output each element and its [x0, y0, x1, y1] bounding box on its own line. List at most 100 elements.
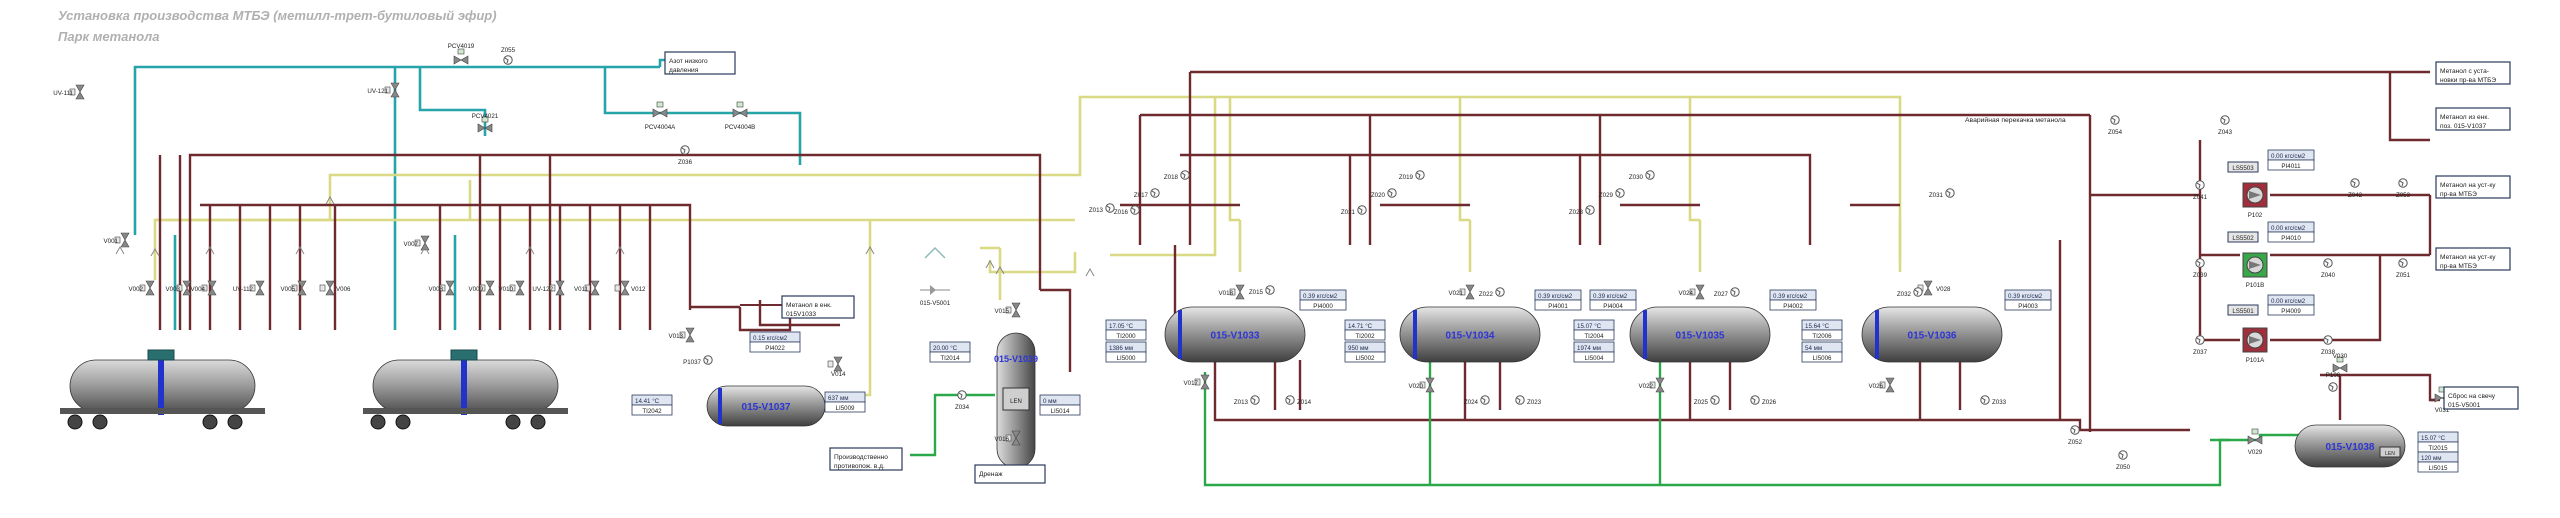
v020-valve[interactable] — [1419, 377, 1435, 393]
rail-tank-2[interactable] — [363, 349, 568, 430]
z041-valve[interactable] — [2195, 180, 2205, 190]
v003-valve[interactable] — [176, 280, 192, 296]
z022-valve[interactable] — [1495, 287, 1505, 297]
p102-pump[interactable] — [2242, 182, 2268, 208]
z051-valve[interactable] — [2398, 258, 2408, 268]
uv112-valve[interactable] — [249, 280, 265, 296]
pcv4021-valve[interactable] — [477, 116, 493, 133]
z033-valve[interactable] — [1980, 395, 1990, 405]
z042-valve[interactable] — [2350, 178, 2360, 188]
uv111-valve[interactable] — [69, 84, 85, 100]
pcv4004a-valve[interactable] — [652, 101, 668, 118]
z013-valve[interactable] — [1250, 395, 1260, 405]
z052-valve[interactable] — [2070, 425, 2080, 435]
z050-valve[interactable] — [2118, 450, 2128, 460]
v022-valve[interactable] — [1649, 377, 1665, 393]
v016-valve[interactable] — [1005, 430, 1021, 446]
z030-valve[interactable] — [1645, 170, 1655, 180]
p101a-pump[interactable] — [2242, 327, 2268, 353]
vessel-v1033[interactable]: 015-V1033 — [1164, 306, 1306, 363]
z037-valve[interactable] — [2195, 335, 2205, 345]
v018-valve[interactable] — [1229, 284, 1245, 300]
p106-valve[interactable] — [2328, 382, 2338, 392]
pcv4019-valve[interactable] — [453, 48, 469, 65]
z015-valve[interactable] — [1265, 285, 1275, 295]
v007-valve[interactable] — [414, 235, 430, 251]
z024-valve[interactable] — [1480, 395, 1490, 405]
vessel-v1035[interactable]: 015-V1035 — [1629, 306, 1771, 363]
v017-valve[interactable] — [1194, 374, 1210, 390]
v001-valve[interactable] — [114, 232, 130, 248]
v002-valve[interactable] — [139, 280, 155, 296]
level-switch-ls5501[interactable]: LS5501 — [2227, 304, 2259, 316]
z016-valve[interactable] — [1130, 205, 1140, 215]
z028-valve[interactable] — [1585, 205, 1595, 215]
z040-valve[interactable] — [2323, 258, 2333, 268]
v026-valve[interactable] — [1879, 377, 1895, 393]
z034-valve[interactable] — [957, 390, 967, 400]
z027-valve[interactable] — [1730, 287, 1740, 297]
z017-valve[interactable] — [1150, 188, 1160, 198]
v008-valve[interactable] — [439, 280, 455, 296]
z036-valve[interactable] — [680, 145, 690, 155]
z032-valve[interactable] — [1913, 287, 1923, 297]
z053-valve[interactable] — [2398, 178, 2408, 188]
v010-valve[interactable] — [509, 280, 525, 296]
z026-valve[interactable] — [1750, 395, 1760, 405]
vessel-v1037[interactable]: 015-V1037 — [706, 385, 826, 427]
v009-valve[interactable] — [479, 280, 495, 296]
v030-valve[interactable] — [2332, 356, 2348, 373]
p101b-pump[interactable] — [2242, 252, 2268, 278]
z014-valve[interactable] — [1285, 395, 1295, 405]
v024-valve[interactable] — [1689, 284, 1705, 300]
v005-valve[interactable] — [291, 280, 307, 296]
v012-valve[interactable] — [614, 280, 630, 296]
z025-valve[interactable] — [1710, 395, 1720, 405]
z023-valve[interactable] — [1515, 395, 1525, 405]
pcv4004b-valve[interactable] — [732, 101, 748, 118]
v015-valve[interactable] — [1005, 302, 1021, 318]
v014-valve[interactable] — [827, 356, 843, 372]
v006-valve[interactable] — [319, 280, 335, 296]
z043-valve[interactable] — [2220, 115, 2230, 125]
z020-valve[interactable] — [1387, 188, 1397, 198]
z013-valve[interactable] — [1105, 203, 1115, 213]
level-switch-ls5503[interactable]: LS5503 — [2227, 161, 2259, 173]
z039-valve[interactable] — [2195, 258, 2205, 268]
v029-valve[interactable] — [2247, 428, 2263, 445]
v011-valve[interactable] — [584, 280, 600, 296]
z029-valve[interactable] — [1615, 188, 1625, 198]
vessel-v1034[interactable]: 015-V1034 — [1399, 306, 1541, 363]
v021-valve[interactable] — [1459, 284, 1475, 300]
v013-valve[interactable] — [679, 327, 695, 343]
z021-valve[interactable] — [1357, 205, 1367, 215]
p1037-valve[interactable] — [703, 355, 713, 365]
z055-valve[interactable] — [503, 55, 513, 65]
v028-valve[interactable] — [1917, 280, 1933, 296]
uv121-valve[interactable] — [384, 82, 400, 98]
uv122-valve[interactable] — [549, 280, 565, 296]
vessel-v1036[interactable]: 015-V1036 — [1861, 306, 2003, 363]
z031-valve[interactable] — [1945, 188, 1955, 198]
rail-tank-1[interactable] — [60, 349, 265, 430]
